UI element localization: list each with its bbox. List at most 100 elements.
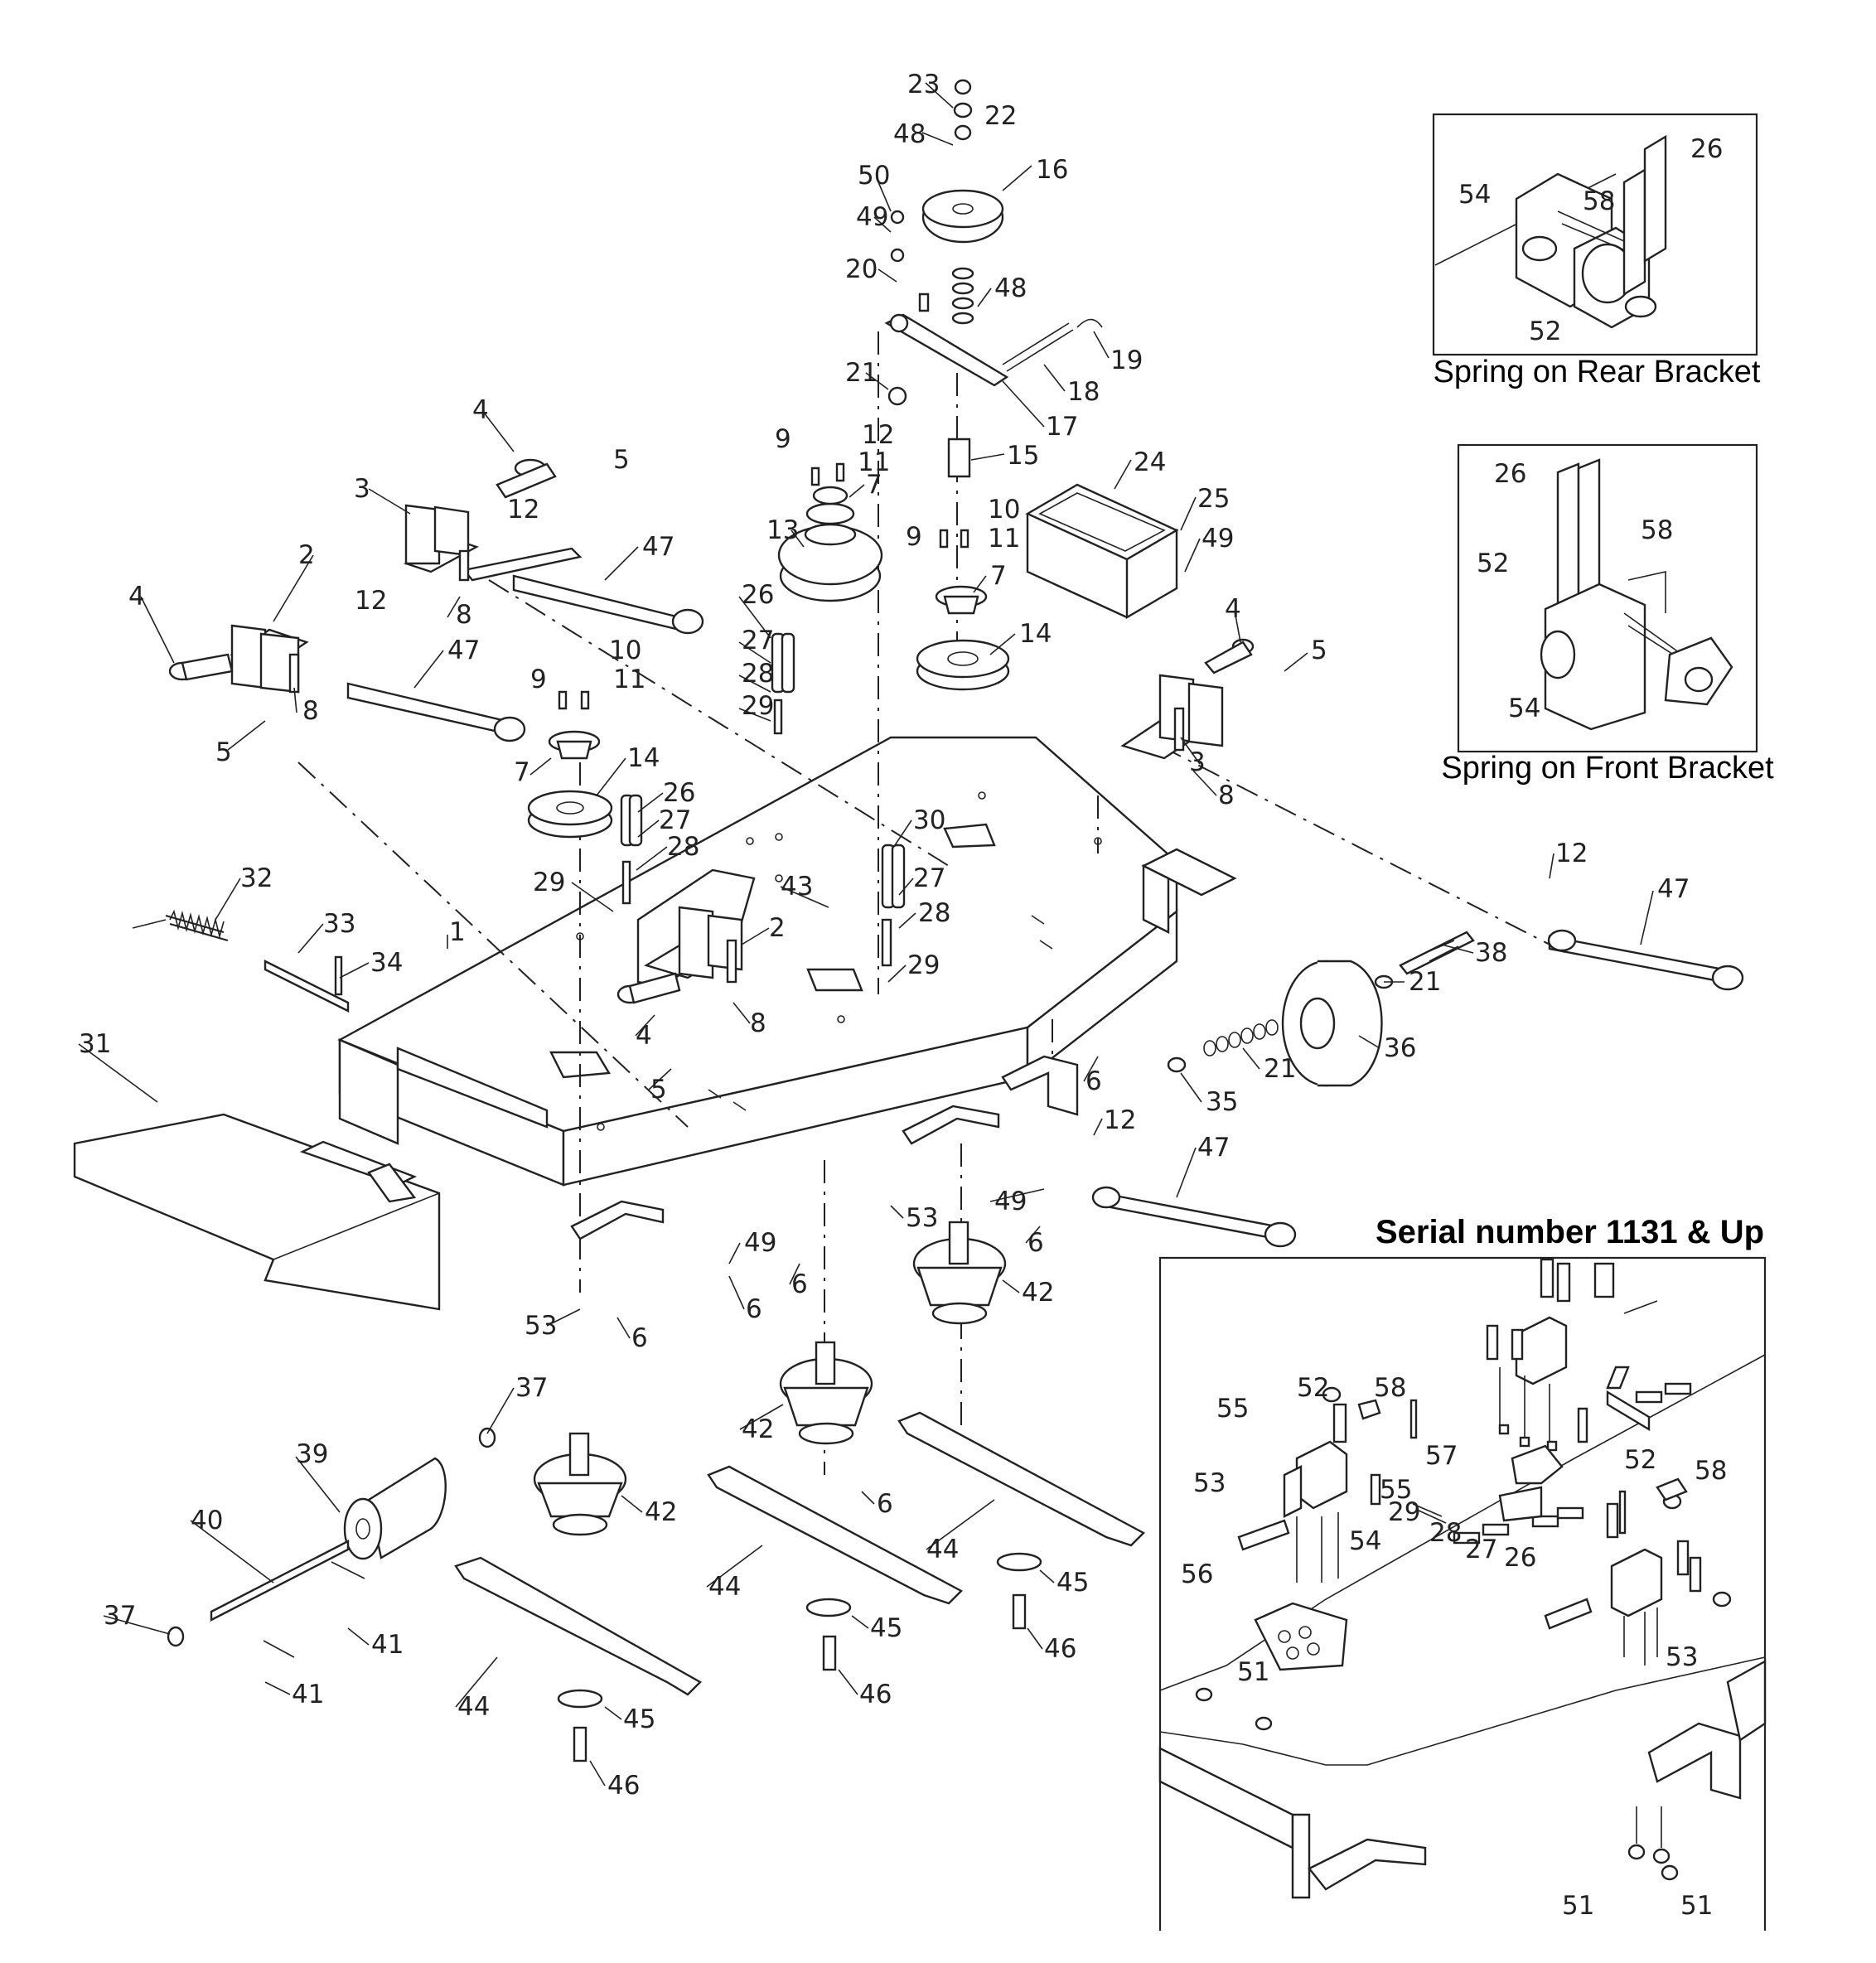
center-spindle-pulley [777, 462, 883, 602]
inset-callout-53: 53 [1193, 1468, 1226, 1498]
cutting-blades [454, 1411, 1145, 1762]
callout-28: 28 [667, 832, 699, 862]
callout-53: 53 [906, 1203, 938, 1233]
anti-scalp-wheel [1141, 848, 1475, 1087]
callout-39: 39 [296, 1439, 328, 1469]
main-callouts: 1 2 2 3 3 4 4 4 4 5 5 5 5 6 6 6 6 6 6 7 … [79, 70, 1690, 1801]
callout-10: 10 [609, 636, 641, 665]
callout-9: 9 [775, 424, 791, 454]
rear-bracket-caption: Spring on Rear Bracket [1433, 355, 1761, 389]
callout-37: 37 [515, 1373, 548, 1403]
callout-8: 8 [750, 1008, 766, 1038]
callout-12: 12 [862, 420, 894, 450]
inset-callout-58: 58 [1695, 1456, 1727, 1486]
callout-12: 12 [1555, 839, 1588, 868]
inset-callout-51: 51 [1680, 1891, 1713, 1921]
callout-10: 10 [988, 495, 1020, 525]
callout-47: 47 [642, 532, 674, 562]
discharge-chute [73, 1113, 441, 1311]
left-spindle-pulley [527, 690, 613, 839]
callout-11: 11 [613, 665, 645, 694]
callout-5: 5 [650, 1075, 667, 1105]
inset-callout-29: 29 [1388, 1497, 1420, 1527]
callout-25: 25 [1197, 484, 1230, 514]
callout-29: 29 [533, 868, 565, 897]
callout-9: 9 [906, 522, 922, 552]
center-bracket [616, 906, 743, 1004]
callout-2: 2 [298, 540, 315, 570]
callout-2: 2 [769, 913, 786, 943]
rear-roller [167, 1427, 496, 1658]
inset-callout-52: 52 [1477, 549, 1509, 578]
callout-6: 6 [877, 1489, 893, 1519]
callout-8: 8 [1218, 781, 1235, 810]
callout-49: 49 [994, 1187, 1027, 1216]
callout-6: 6 [1085, 1066, 1102, 1096]
belt-shield [1025, 483, 1179, 620]
inset-callout-26: 26 [1690, 134, 1723, 164]
callout-43: 43 [781, 872, 813, 902]
callout-6: 6 [791, 1269, 808, 1299]
callout-42: 42 [1022, 1278, 1054, 1308]
inset-rear-bracket: 26 54 58 52 [1432, 113, 1758, 356]
idler-pulley-assembly [884, 79, 1103, 478]
callout-13: 13 [766, 515, 799, 545]
callout-15: 15 [1007, 441, 1039, 471]
callout-23: 23 [907, 70, 940, 99]
callout-26: 26 [663, 778, 695, 808]
callout-45: 45 [870, 1613, 902, 1643]
spring-and-rod [132, 909, 350, 1013]
callout-34: 34 [370, 948, 403, 978]
inset-callout-51: 51 [1237, 1657, 1269, 1687]
inset-callout-54: 54 [1349, 1526, 1381, 1556]
callout-16: 16 [1036, 155, 1068, 185]
front-bracket-caption: Spring on Front Bracket [1441, 751, 1774, 786]
callout-6: 6 [1027, 1228, 1044, 1258]
callout-40: 40 [191, 1506, 223, 1535]
callout-19: 19 [1110, 346, 1143, 375]
inset-callout-26: 26 [1504, 1543, 1536, 1573]
callout-42: 42 [645, 1497, 677, 1527]
inset-callout-53: 53 [1666, 1642, 1698, 1672]
callout-9: 9 [530, 665, 547, 694]
spindle-housing-right [912, 1221, 1007, 1325]
callout-48: 48 [893, 119, 926, 149]
callout-6: 6 [746, 1294, 762, 1324]
callout-11: 11 [988, 524, 1020, 554]
callout-4: 4 [128, 582, 145, 612]
right-spindle-pulley [916, 529, 1010, 691]
callout-48: 48 [994, 273, 1027, 303]
callout-14: 14 [627, 743, 660, 773]
callout-47: 47 [1197, 1133, 1230, 1163]
inset-callout-58: 58 [1583, 186, 1615, 216]
callout-38: 38 [1475, 938, 1507, 968]
callout-33: 33 [323, 909, 355, 939]
callout-8: 8 [302, 696, 319, 726]
front-left-bracket [168, 624, 309, 694]
callout-46: 46 [607, 1771, 640, 1801]
rear-left-bracket [404, 458, 583, 582]
callout-1: 1 [449, 917, 466, 947]
callout-49: 49 [856, 202, 888, 232]
spindle-housing-left [533, 1432, 627, 1536]
callout-14: 14 [1019, 619, 1052, 649]
callout-45: 45 [1056, 1568, 1089, 1598]
callout-46: 46 [1044, 1634, 1076, 1664]
callout-24: 24 [1134, 447, 1166, 477]
callout-4: 4 [636, 1021, 652, 1051]
lift-arms [346, 574, 1744, 1248]
callout-44: 44 [708, 1572, 741, 1602]
callout-21: 21 [845, 358, 878, 388]
callout-27: 27 [913, 863, 945, 893]
callout-36: 36 [1384, 1033, 1416, 1063]
mower-deck [337, 736, 1178, 1187]
rear-right-bracket [1120, 638, 1255, 760]
callout-49: 49 [744, 1228, 776, 1258]
callout-30: 30 [913, 805, 945, 835]
inset-callout-57: 57 [1425, 1441, 1458, 1471]
inset-callout-58: 58 [1374, 1373, 1406, 1403]
leader-lines [78, 82, 1654, 1787]
front-hangers [570, 1055, 1079, 1240]
inset-callout-55: 55 [1380, 1475, 1412, 1505]
